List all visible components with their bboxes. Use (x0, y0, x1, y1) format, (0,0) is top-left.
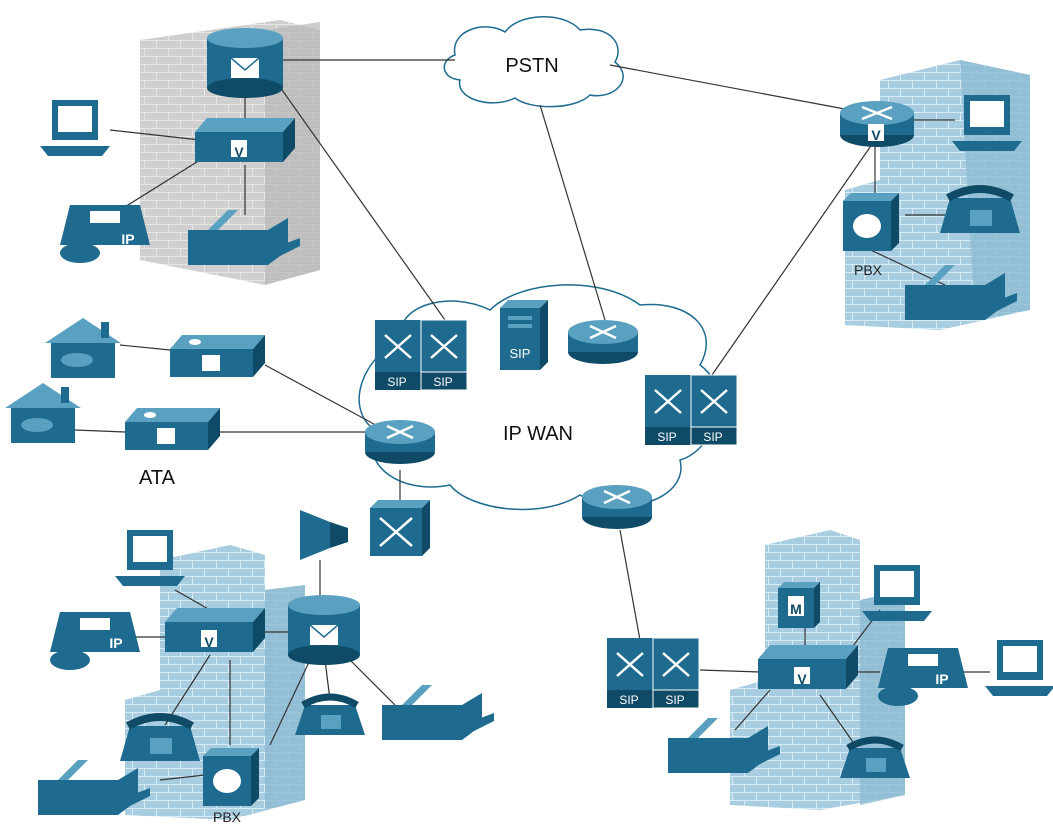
phone-icon (213, 769, 241, 793)
fax-icon[interactable] (668, 718, 780, 773)
ip-label: IP (121, 231, 134, 247)
pc-icon[interactable] (862, 565, 932, 621)
pbx-bottom[interactable] (203, 748, 259, 806)
v-badge (868, 124, 884, 141)
pbx-top-right[interactable] (843, 193, 899, 251)
v-badge (231, 140, 247, 157)
phone-icon[interactable] (840, 736, 910, 778)
pbx-label: PBX (213, 809, 242, 825)
router-ipwan-top[interactable] (568, 320, 638, 364)
m-badge (788, 596, 804, 616)
sip-label: SIP (433, 375, 452, 389)
sip-label: SIP (665, 693, 684, 707)
pc-icon[interactable] (952, 95, 1022, 151)
sip-proxy-pair-bottom[interactable] (607, 637, 700, 709)
sip-label: SIP (657, 430, 676, 444)
sip-proxy-pair-left[interactable] (375, 319, 468, 391)
pstn-label: PSTN (505, 55, 558, 77)
voice-router-top-right[interactable] (840, 101, 914, 147)
ip-label: IP (109, 635, 122, 651)
voice-gateway-bottom-left[interactable] (288, 595, 360, 665)
ip-label: IP (935, 671, 948, 687)
house-icon (45, 318, 121, 378)
v-label: V (871, 127, 881, 143)
phone-v-icon (202, 355, 220, 371)
v-label: V (204, 634, 214, 650)
pc-icon[interactable] (985, 640, 1053, 696)
sip-label: SIP (703, 430, 722, 444)
phone-v-icon (157, 428, 175, 444)
ip-phone-icon[interactable] (60, 205, 150, 263)
fax-icon[interactable] (905, 265, 1017, 320)
call-manager[interactable] (778, 582, 820, 628)
voice-switch-bottom-right[interactable] (758, 645, 858, 689)
phone-icon[interactable] (940, 185, 1020, 233)
voice-switch-bottom-left[interactable] (165, 608, 265, 652)
voice-switch-top-left[interactable] (195, 118, 295, 162)
v-badge (201, 630, 217, 647)
wan-switch[interactable] (370, 500, 430, 556)
phone-icon[interactable] (120, 713, 200, 761)
ip-phone-icon[interactable] (878, 648, 968, 706)
firewall[interactable] (300, 510, 348, 560)
envelope-icon (231, 58, 259, 78)
router-ipwan-bottom[interactable] (582, 485, 652, 529)
pbx-label: PBX (854, 262, 883, 278)
pstn-cloud (443, 16, 624, 108)
fax-icon[interactable] (382, 685, 494, 740)
router-ipwan-left[interactable] (365, 420, 435, 464)
sip-proxy-pair-right[interactable] (645, 374, 738, 446)
ata-device-top[interactable] (170, 335, 265, 377)
envelope-icon (310, 625, 338, 645)
v-label: V (797, 671, 807, 687)
ip-wan-label: IP WAN (503, 423, 573, 445)
sip-label: SIP (619, 693, 638, 707)
v-label: V (234, 144, 244, 160)
pc-icon[interactable] (40, 100, 110, 156)
sip-label: SIP (510, 346, 531, 361)
fax-icon[interactable] (188, 210, 300, 265)
ip-phone-icon[interactable] (50, 612, 140, 670)
ata-label: ATA (139, 467, 176, 489)
v-badge (794, 667, 810, 684)
voice-gateway-top-left[interactable] (207, 28, 283, 98)
ata-device-bottom[interactable] (125, 408, 220, 450)
fax-icon[interactable] (38, 760, 150, 815)
pc-icon[interactable] (115, 530, 185, 586)
m-label: M (790, 601, 802, 617)
phone-icon (853, 214, 881, 238)
sip-server[interactable] (500, 300, 548, 370)
house-icon (5, 383, 81, 443)
sip-label: SIP (387, 375, 406, 389)
phone-icon[interactable] (295, 693, 365, 735)
